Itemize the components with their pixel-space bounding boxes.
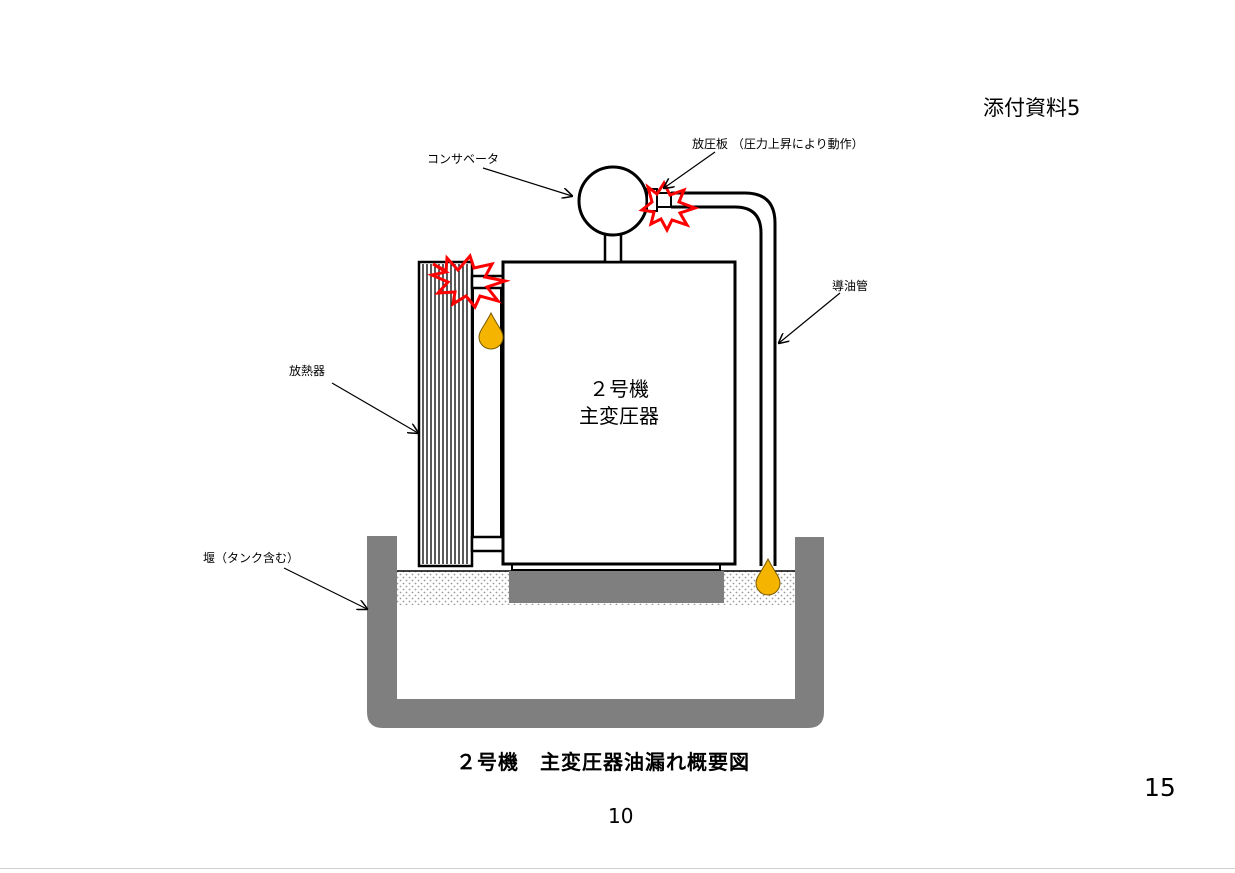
pipe-leader-arrow [779,292,841,343]
leak-burst-radiator-icon [427,253,511,310]
dike-wall [367,536,824,728]
conservator-label: コンサベータ [427,152,500,166]
conservator-tank [577,165,649,237]
relief-leader-arrow [664,151,716,188]
dike-label: 堰（タンク含む） [203,551,300,565]
oil-drop-icon [478,311,504,350]
page-number: 10 [608,804,634,828]
oil-guide-pipe [671,191,777,566]
slide-number: 15 [1144,773,1176,802]
dike-leader-arrow [283,567,367,609]
transformer-label-line2: 主変圧器 [579,404,659,428]
radiator-label: 放熱器 [289,364,326,378]
pressure-relief-label: 放圧板 （圧力上昇により動作） [692,137,864,151]
transformer-foundation [509,571,724,603]
figure-caption: ２号機 主変圧器油漏れ概要図 [456,750,750,774]
lower-radiator-pipe [470,535,506,553]
radiator [417,260,474,568]
bottom-divider [0,868,1235,869]
oil-drop-icon [755,557,781,596]
transformer-label-line1: ２号機 [589,377,649,401]
transformer-label: ２号機 主変圧器 [503,376,735,430]
conservator-leader-arrow [482,167,572,196]
main-transformer-tank [501,260,737,566]
attachment-label: 添付資料5 [983,96,1081,120]
oil-pipe-label: 導油管 [832,279,869,293]
radiator-leader-arrow [331,382,418,433]
leak-burst-relief-icon [638,179,700,234]
